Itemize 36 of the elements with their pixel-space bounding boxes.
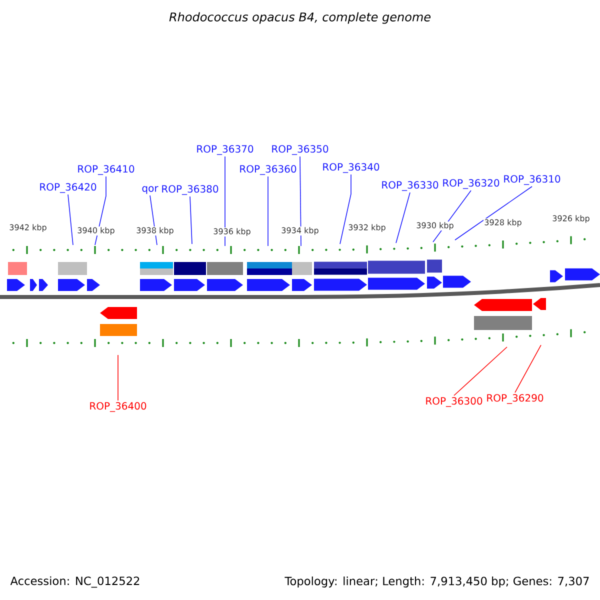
leader-line xyxy=(454,186,532,240)
scale-label: 3928 kbp xyxy=(484,218,523,228)
gene-label: ROP_36380 xyxy=(162,185,218,195)
gene-label: ROP_36400 xyxy=(90,402,146,412)
leader-line xyxy=(224,156,226,246)
gene-label: ROP_36420 xyxy=(40,183,96,193)
gene-label: qor xyxy=(142,186,158,194)
gene-label: ROP_36350 xyxy=(272,145,328,155)
gene-label: ROP_36340 xyxy=(323,163,380,173)
footer-text: Topology: linear; Length: 7,913,450 bp; Genes: 7,307 xyxy=(284,576,589,588)
leader-line xyxy=(300,156,302,246)
scale-label: 3932 kbp xyxy=(348,223,387,233)
scale-label: 3936 kbp xyxy=(212,227,252,237)
gene-label: ROP_36310 xyxy=(504,175,560,185)
scale-label: 3942 kbp xyxy=(8,223,48,233)
leader-line xyxy=(68,194,74,246)
footer-text: Accession: NC_012522 xyxy=(10,576,140,588)
leader-line xyxy=(94,176,106,246)
gene-label: ROP_36300 xyxy=(426,397,482,407)
leader-line xyxy=(514,344,542,393)
gene-label: ROP_36330 xyxy=(382,181,438,191)
gene-label: ROP_36360 xyxy=(240,165,296,175)
scale-label: 3934 kbp xyxy=(280,226,320,236)
leader-line xyxy=(340,174,352,244)
leader-line xyxy=(396,192,410,244)
scale-label: 3926 kbp xyxy=(552,214,591,224)
scale-label: 3930 kbp xyxy=(416,221,455,231)
gene-label: ROP_36370 xyxy=(197,145,254,155)
leader-line xyxy=(190,196,192,244)
title: Rhodococcus opacus B4, complete genome xyxy=(169,12,431,24)
scale-label: 3938 kbp xyxy=(136,226,175,236)
gene-label: ROP_36290 xyxy=(487,394,544,404)
leader-line xyxy=(454,346,508,396)
scale-label: 3940 kbp xyxy=(76,226,116,236)
gene-label: ROP_36410 xyxy=(78,165,134,175)
gene-label: ROP_36320 xyxy=(443,179,500,189)
